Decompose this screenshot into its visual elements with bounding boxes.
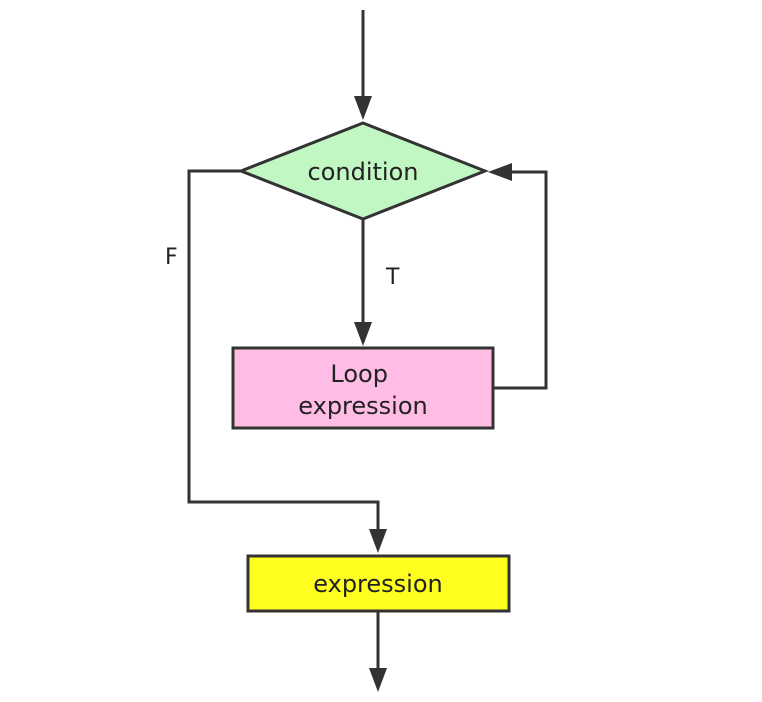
true-arrowhead [354,322,372,346]
loop-expression-node [231,346,495,430]
loop-back-arrowhead [488,163,512,181]
loop-expression-label-line-2: expression [298,392,427,420]
expression-label: expression [313,570,442,598]
false-arrowhead [369,529,387,553]
condition-label: condition [308,158,419,186]
true-branch-label: T [385,265,400,290]
loop-back-edge [493,170,548,390]
false-branch-label: F [165,245,178,270]
exit-arrowhead [369,668,387,692]
loop-expression-label: Loop expression [298,360,427,420]
loop-expression-label-line-1: Loop [330,360,388,388]
false-edge [187,169,380,533]
entry-arrowhead [354,96,372,120]
